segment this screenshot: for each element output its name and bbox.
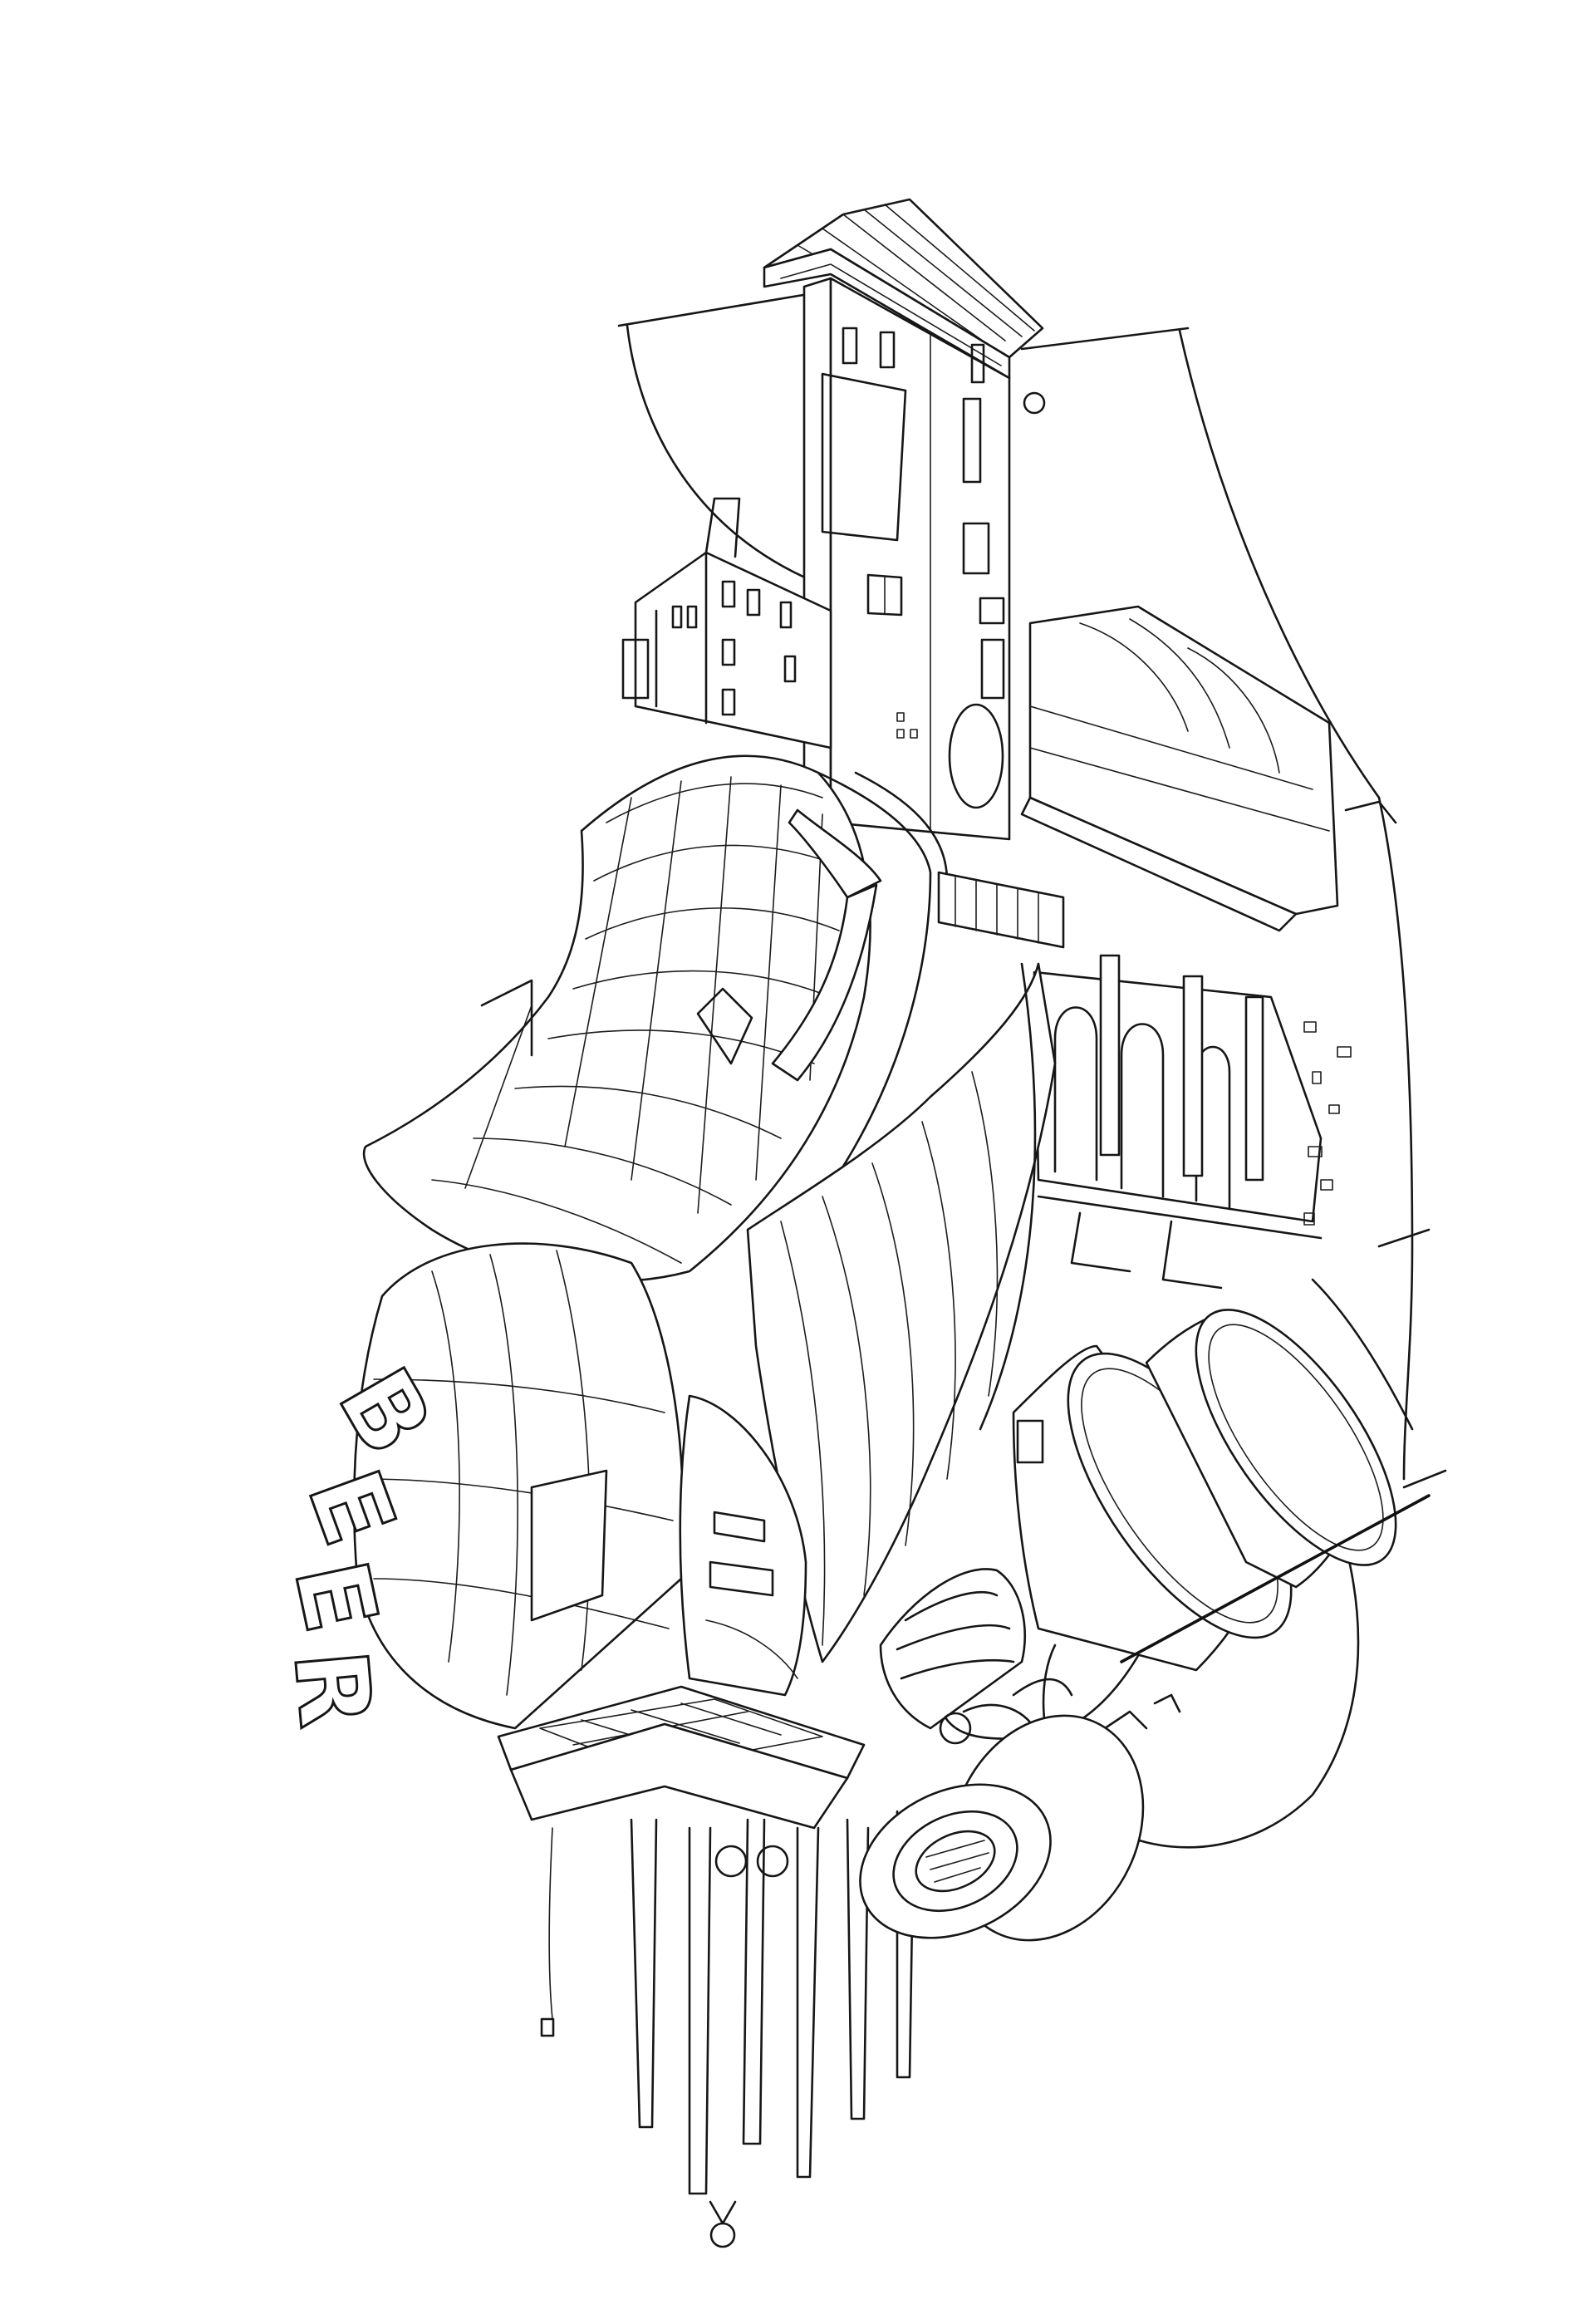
- sign-letter-r: R: [271, 1645, 393, 1732]
- hanging-pipes: [540, 1810, 915, 2248]
- disc-wheel: [859, 1714, 1145, 1942]
- central-hull: [679, 962, 1057, 1697]
- tiled-roof: [362, 754, 949, 1283]
- hanging-banners: [617, 291, 1431, 1849]
- balcony-arcade: [937, 605, 1352, 1290]
- glass-panel: [497, 1685, 866, 1830]
- left-shop-wall: B E E R: [270, 1242, 685, 1733]
- tall-house: [621, 497, 832, 749]
- barrels: [1012, 1309, 1447, 1672]
